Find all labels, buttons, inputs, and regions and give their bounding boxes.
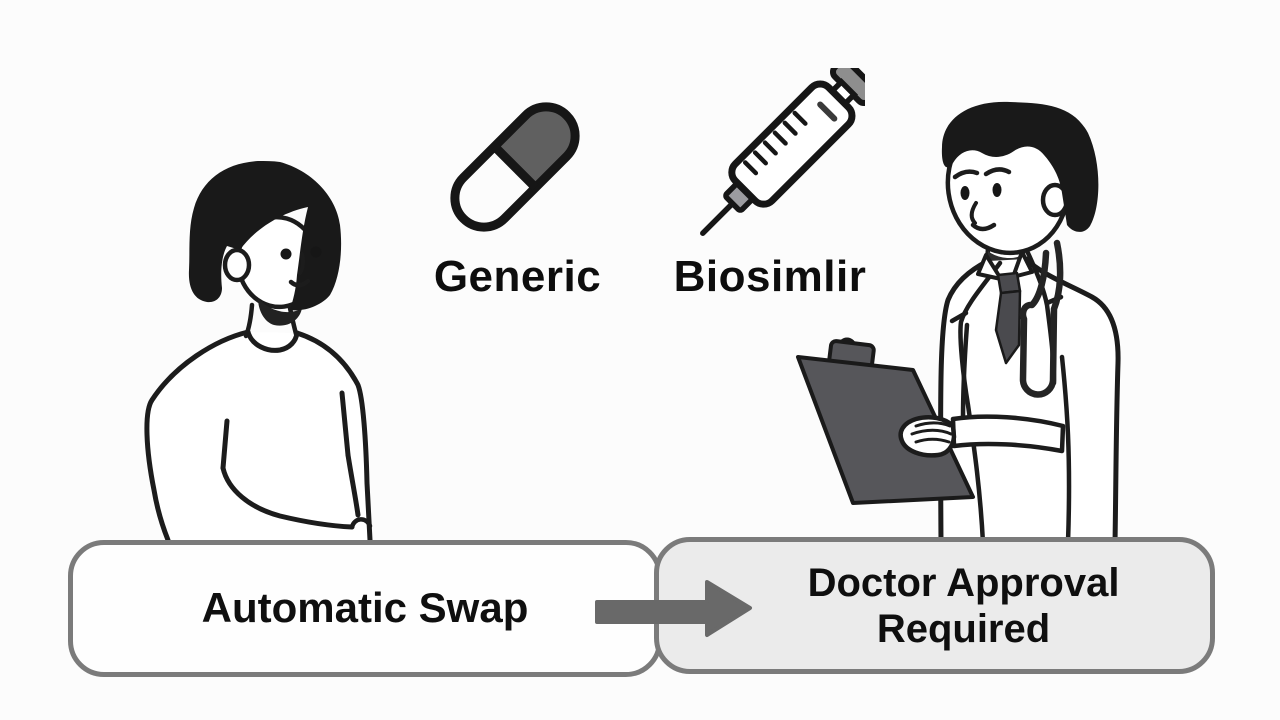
generic-label: Generic xyxy=(433,252,602,301)
capsule-icon xyxy=(450,102,580,232)
biosimilar-label: Biosimlir xyxy=(673,252,867,301)
doctor-approval-label: Doctor Approval Required xyxy=(750,560,1120,652)
syringe-icon xyxy=(700,68,865,236)
doctor-figure xyxy=(796,101,1121,543)
patient-figure xyxy=(144,161,373,540)
automatic-swap-label: Automatic Swap xyxy=(201,584,529,632)
arrow-icon xyxy=(595,580,752,637)
doctor-approval-line2: Required xyxy=(876,606,1051,651)
doctor-approval-line1: Doctor Approval xyxy=(807,560,1120,605)
automatic-swap-box: Automatic Swap xyxy=(68,540,662,677)
